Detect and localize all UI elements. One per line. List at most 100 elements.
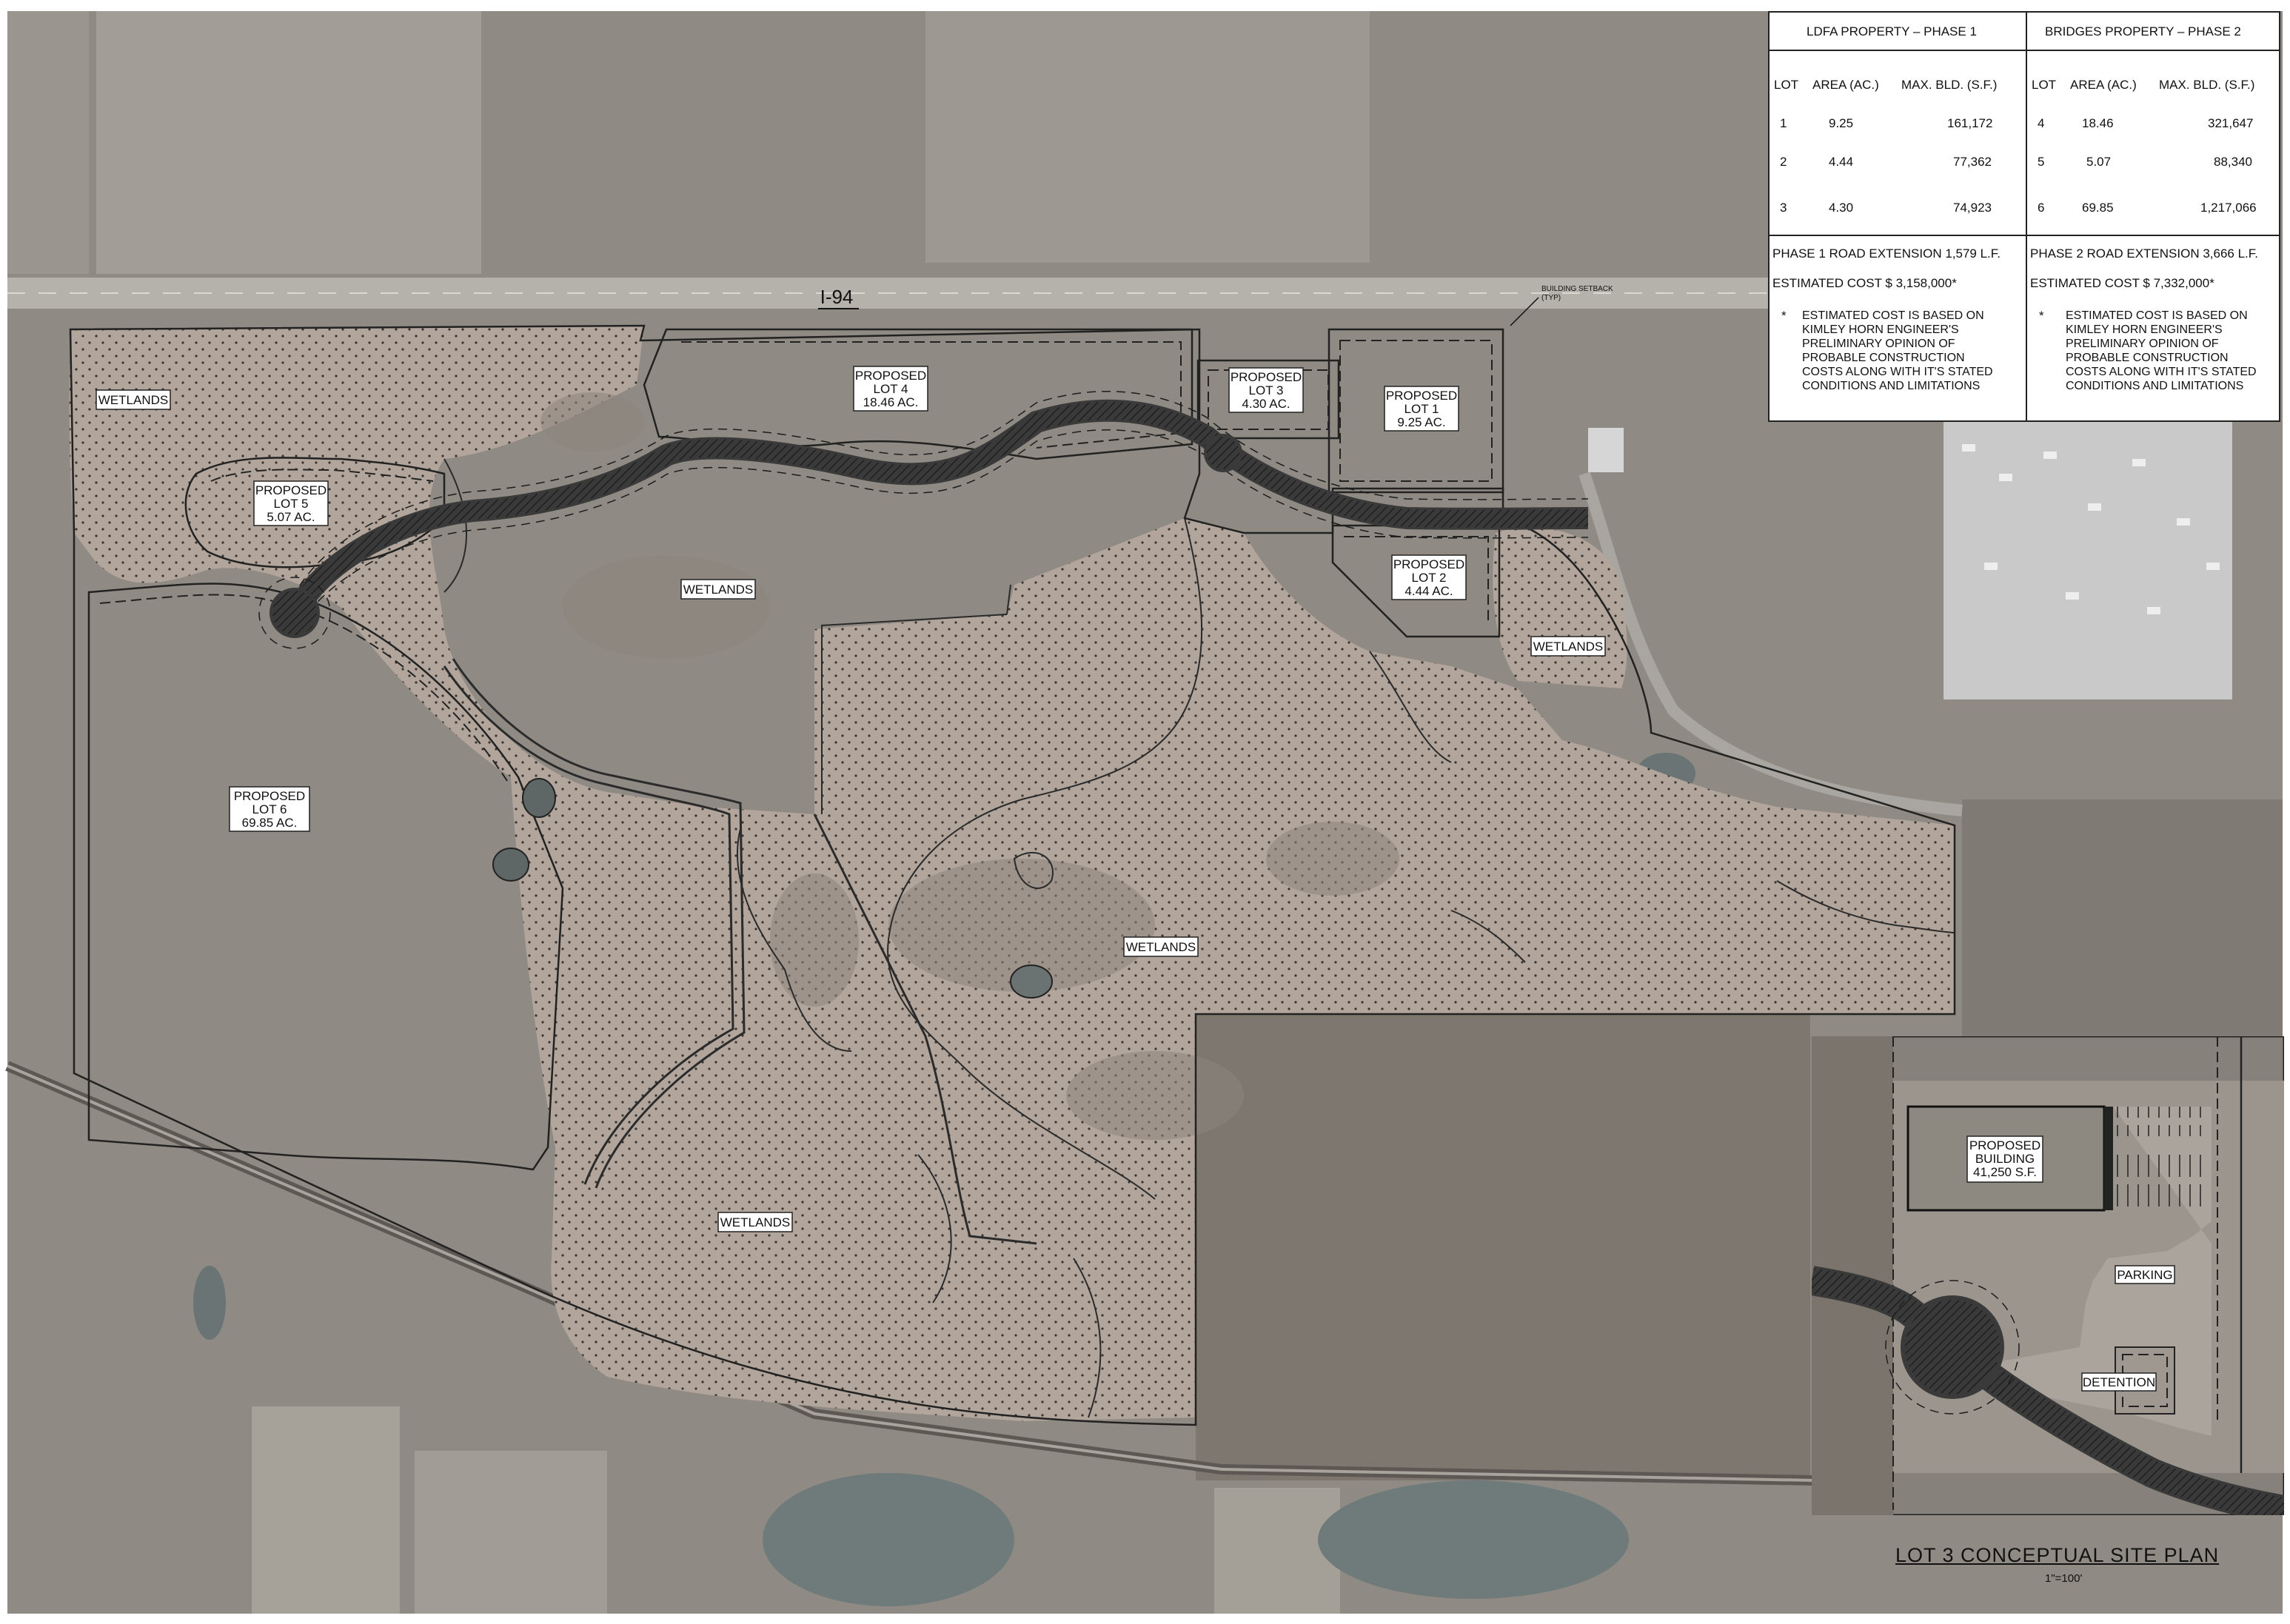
woods-east xyxy=(1196,1014,1810,1480)
phase-1-row-lot: 2 xyxy=(1780,155,1787,169)
svg-text:69.85 AC.: 69.85 AC. xyxy=(242,816,298,830)
pond-site-2 xyxy=(492,848,529,882)
warehouse-small xyxy=(1588,428,1624,472)
pond-west xyxy=(193,1266,226,1340)
lot-label-2: PROPOSED LOT 2 4.44 AC. xyxy=(1391,554,1467,600)
phase-1-row-bld: 161,172 xyxy=(1947,116,1993,130)
inset-parking-label: PARKING xyxy=(2117,1268,2172,1282)
wetland-label: WETLANDS xyxy=(720,1215,790,1229)
phase-1-row-lot: 3 xyxy=(1780,201,1787,215)
svg-text:LOT 4: LOT 4 xyxy=(874,382,908,396)
svg-text:18.46 AC.: 18.46 AC. xyxy=(863,395,919,409)
svg-text:LOT 2: LOT 2 xyxy=(1412,571,1447,585)
phase-2-row-area: 69.85 xyxy=(2082,201,2114,215)
industrial-building xyxy=(1944,422,2232,699)
wetland-patches xyxy=(540,392,1399,1140)
wetland-labels: WETLANDS WETLANDS WETLANDS WETLANDS WETL… xyxy=(96,389,1606,1232)
svg-text:PROPOSED: PROPOSED xyxy=(855,369,926,383)
phase-1-row-lot: 1 xyxy=(1780,116,1787,130)
svg-text:PROPOSED: PROPOSED xyxy=(234,789,305,803)
phase-2-col-area: AREA (AC.) xyxy=(2070,78,2137,92)
svg-text:PROPOSED: PROPOSED xyxy=(1386,389,1457,403)
inset-building-label: PROPOSED xyxy=(1969,1138,2040,1152)
phase-1-row-area: 4.44 xyxy=(1829,155,1854,169)
industrial-roof-units xyxy=(1962,444,2220,614)
phase-2-header: BRIDGES PROPERTY – PHASE 2 xyxy=(2045,24,2241,38)
wetland-label: WETLANDS xyxy=(1126,940,1196,954)
phase-2-note: ESTIMATED COST IS BASED ON KIMLEY HORN E… xyxy=(2066,309,2257,392)
phase-2-note-marker: * xyxy=(2039,309,2044,323)
phase-1-header: LDFA PROPERTY – PHASE 1 xyxy=(1807,24,1977,38)
lot-3-site-plan-inset: PROPOSED BUILDING 41,250 S.F. PARKING DE… xyxy=(1809,1035,2287,1525)
setback-label-typ: (TYP) xyxy=(1541,294,1561,302)
lot-summary-table: LDFA PROPERTY – PHASE 1 LOT AREA (AC.) M… xyxy=(1768,11,2280,422)
phase-2-row-lot: 6 xyxy=(2038,201,2045,215)
svg-text:5.07 AC.: 5.07 AC. xyxy=(267,510,315,524)
phase-2-row-bld: 88,340 xyxy=(2214,155,2252,169)
lot-label-1: PROPOSED LOT 1 9.25 AC. xyxy=(1384,386,1459,432)
phase-2-road-extension: PHASE 2 ROAD EXTENSION 3,666 L.F. xyxy=(2030,246,2259,261)
svg-text:LOT 6: LOT 6 xyxy=(252,802,287,816)
phase-1-row-bld: 74,923 xyxy=(1953,201,1992,215)
phase-2-row-bld: 1,217,066 xyxy=(2200,201,2257,215)
field-northwest xyxy=(7,11,89,274)
field-south-1 xyxy=(252,1406,400,1614)
pond-south-2 xyxy=(1318,1480,1629,1599)
field-north-center xyxy=(925,11,1370,263)
lot-label-3: PROPOSED LOT 3 4.30 AC. xyxy=(1228,367,1304,413)
phase-1-row-area: 4.30 xyxy=(1829,201,1854,215)
phase-1-road-extension: PHASE 1 ROAD EXTENSION 1,579 L.F. xyxy=(1772,246,2001,261)
west-road xyxy=(443,665,734,1185)
phase-2-row-bld: 321,647 xyxy=(2208,116,2254,130)
inset-scale: 1"=100' xyxy=(2045,1572,2083,1585)
svg-text:4.44 AC.: 4.44 AC. xyxy=(1405,584,1453,598)
inset-building-label: BUILDING xyxy=(1975,1152,2035,1166)
phase-1-row-area: 9.25 xyxy=(1829,116,1854,130)
inset-title: LOT 3 CONCEPTUAL SITE PLAN xyxy=(1895,1544,2220,1566)
field-south-3 xyxy=(1214,1488,1340,1614)
wetland-label: WETLANDS xyxy=(1533,640,1603,654)
inset-drawing: PROPOSED BUILDING 41,250 S.F. PARKING DE… xyxy=(1809,1035,2287,1525)
phase-1-note: ESTIMATED COST IS BASED ON KIMLEY HORN E… xyxy=(1802,309,1993,392)
wetland-label: WETLANDS xyxy=(98,393,168,407)
phase-1-row-bld: 77,362 xyxy=(1953,155,1992,169)
phase-1-col-bld: MAX. BLD. (S.F.) xyxy=(1901,78,1998,92)
phase-1-estimated-cost: ESTIMATED COST $ 3,158,000* xyxy=(1772,276,1957,290)
phase-2-row-area: 18.46 xyxy=(2082,116,2114,130)
svg-text:LOT 1: LOT 1 xyxy=(1405,402,1439,416)
svg-text:9.25 AC.: 9.25 AC. xyxy=(1397,415,1445,429)
pond-site-3 xyxy=(1010,964,1053,999)
inset-detention-label: DETENTION xyxy=(2083,1375,2155,1389)
phase-1-column: LDFA PROPERTY – PHASE 1 LOT AREA (AC.) M… xyxy=(1770,13,2026,420)
phase-2-column: BRIDGES PROPERTY – PHASE 2 LOT AREA (AC.… xyxy=(2027,13,2280,420)
phase-2-row-area: 5.07 xyxy=(2086,155,2112,169)
lot-label-5: PROPOSED LOT 5 5.07 AC. xyxy=(253,480,329,526)
wetland-label: WETLANDS xyxy=(683,583,753,597)
phase-2-col-bld: MAX. BLD. (S.F.) xyxy=(2159,78,2255,92)
svg-text:PROPOSED: PROPOSED xyxy=(1393,557,1464,571)
svg-text:4.30 AC.: 4.30 AC. xyxy=(1242,397,1290,411)
phase-2-row-lot: 4 xyxy=(2038,116,2045,130)
phase-1-note-marker: * xyxy=(1781,309,1787,323)
svg-text:PROPOSED: PROPOSED xyxy=(255,483,327,497)
svg-text:LOT 5: LOT 5 xyxy=(274,497,309,511)
pond-south-1 xyxy=(763,1473,1014,1606)
pond-site-1 xyxy=(522,778,556,818)
svg-text:LOT 3: LOT 3 xyxy=(1249,383,1284,397)
phase-1-col-area: AREA (AC.) xyxy=(1812,78,1879,92)
lot-label-6: PROPOSED LOT 6 69.85 AC. xyxy=(229,786,310,832)
setback-label: BUILDING SETBACK xyxy=(1541,285,1613,293)
svg-text:PROPOSED: PROPOSED xyxy=(1231,370,1302,384)
field-south-2 xyxy=(415,1451,607,1614)
wetland-boundaries xyxy=(443,458,1955,1418)
highway-label: I-94 xyxy=(820,286,854,308)
proposed-road xyxy=(258,391,1589,649)
inset-building-label: 41,250 S.F. xyxy=(1973,1165,2037,1179)
phase-1-col-lot: LOT xyxy=(1774,78,1799,92)
woods-far-east xyxy=(1962,799,2283,1044)
east-road xyxy=(1578,472,1963,816)
phase-2-col-lot: LOT xyxy=(2032,78,2057,92)
lot-label-4: PROPOSED LOT 4 18.46 AC. xyxy=(853,366,928,412)
field-north xyxy=(96,11,481,274)
phase-2-row-lot: 5 xyxy=(2038,155,2045,169)
